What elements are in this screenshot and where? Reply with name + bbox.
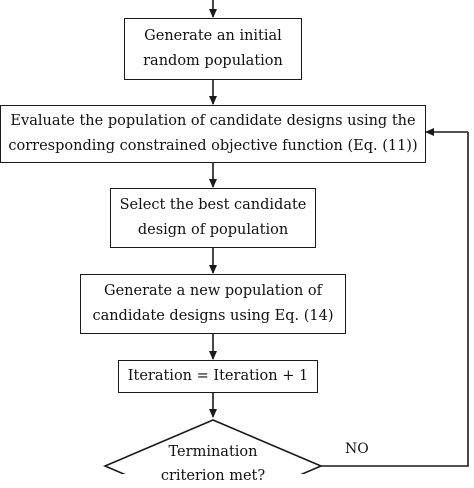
evaluate-population-box: Evaluate the population of candidate des… xyxy=(0,105,426,163)
no-branch-label: NO xyxy=(345,441,369,457)
generate-initial-population-box: Generate an initial random population xyxy=(124,18,302,80)
decision-diamond xyxy=(102,419,324,474)
decision-text-line: criterion met? xyxy=(160,468,266,484)
step-text-line: candidate designs using Eq. (14) xyxy=(92,308,334,324)
step-text-line: Evaluate the population of candidate des… xyxy=(10,113,416,129)
step-text-line: design of population xyxy=(137,222,289,238)
step-text-line: Iteration = Iteration + 1 xyxy=(127,368,309,384)
step-text-line: corresponding constrained objective func… xyxy=(8,138,418,154)
decision-text: Termination criterion met? xyxy=(103,440,323,488)
step-text-line: Generate a new population of xyxy=(103,283,323,299)
generate-new-population-box: Generate a new population of candidate d… xyxy=(80,274,346,334)
step-text-line: Select the best candidate xyxy=(119,197,307,213)
step-text-line: random population xyxy=(143,53,283,69)
select-best-design-box: Select the best candidate design of popu… xyxy=(110,188,316,248)
decision-text-line: Termination xyxy=(168,444,258,460)
iteration-increment-box: Iteration = Iteration + 1 xyxy=(118,360,318,393)
step-text-line: Generate an initial xyxy=(144,28,282,44)
no-loop-line xyxy=(321,132,469,467)
connectors xyxy=(102,0,469,474)
